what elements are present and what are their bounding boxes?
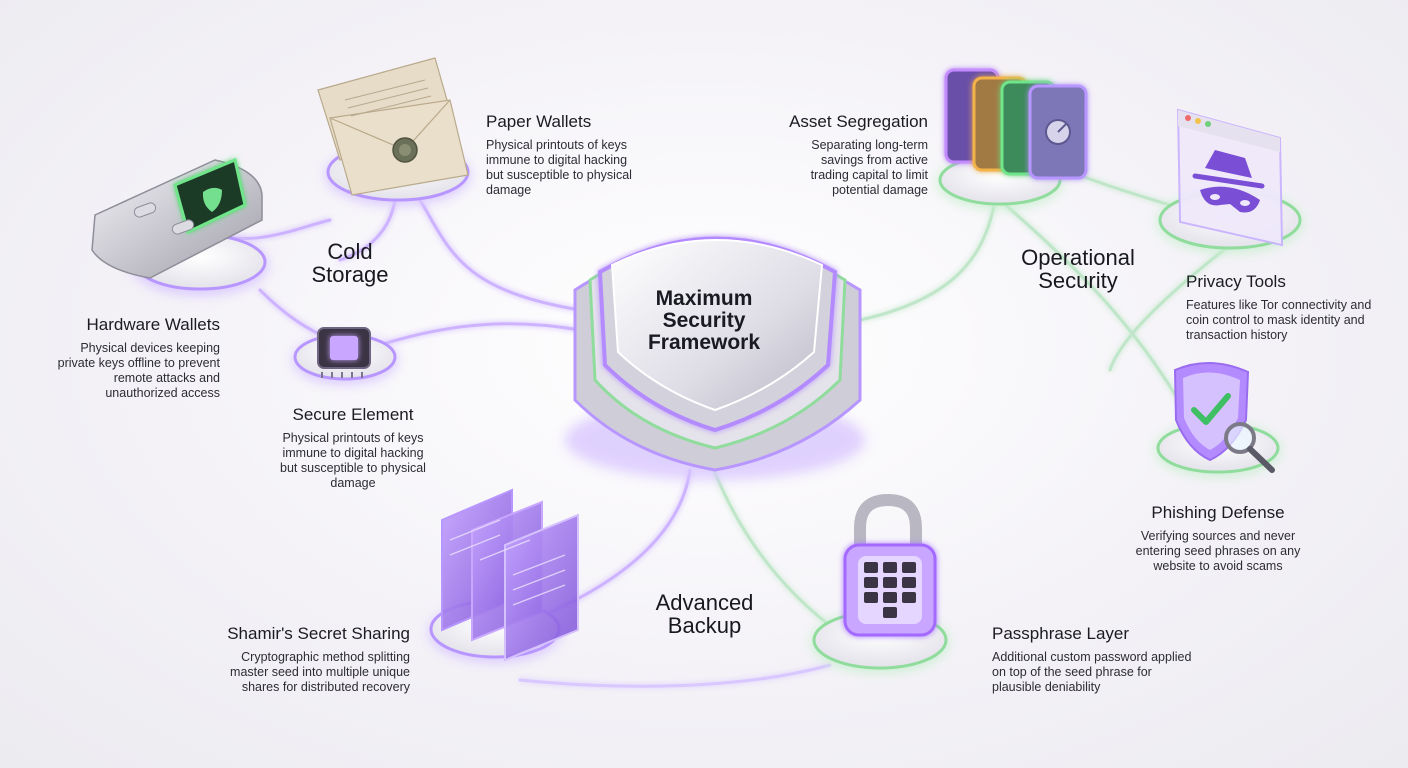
label-passphrase: Passphrase Layer Additional custom passw…	[992, 624, 1197, 695]
line-shamir-passphrase	[520, 665, 830, 686]
label-paper-wallets: Paper Wallets Physical printouts of keys…	[486, 112, 646, 198]
asset-segregation-desc: Separating long-term savings from active…	[760, 138, 928, 198]
group-operational-security-text: Operational Security	[1021, 245, 1135, 293]
asset-segregation-title: Asset Segregation	[760, 112, 928, 132]
shamir-desc: Cryptographic method splitting master se…	[200, 650, 410, 695]
shamir-title: Shamir's Secret Sharing	[200, 624, 410, 644]
center-title-text: Maximum Security Framework	[648, 287, 760, 354]
label-secure-element: Secure Element Physical printouts of key…	[278, 405, 428, 491]
phishing-defense-desc: Verifying sources and never entering see…	[1125, 529, 1311, 574]
hardware-wallets-title: Hardware Wallets	[50, 315, 220, 335]
line-center-asset	[860, 200, 995, 320]
line-paper-center	[420, 200, 580, 310]
privacy-tools-title: Privacy Tools	[1186, 272, 1386, 292]
secure-element-desc: Physical printouts of keys immune to dig…	[278, 431, 428, 491]
central-shield	[565, 239, 865, 481]
privacy-tools-window-icon	[1178, 110, 1282, 245]
asset-segregation-vaults-icon	[946, 70, 1086, 178]
label-privacy-tools: Privacy Tools Features like Tor connecti…	[1186, 272, 1386, 343]
line-asset-phishing	[1000, 200, 1190, 420]
phishing-defense-title: Phishing Defense	[1125, 503, 1311, 523]
paper-wallets-desc: Physical printouts of keys immune to dig…	[486, 138, 646, 198]
passphrase-title: Passphrase Layer	[992, 624, 1197, 644]
hardware-wallets-desc: Physical devices keeping private keys of…	[50, 341, 220, 401]
passphrase-padlock-icon	[845, 500, 935, 635]
label-asset-segregation: Asset Segregation Separating long-term s…	[760, 112, 928, 198]
label-phishing-defense: Phishing Defense Verifying sources and n…	[1125, 503, 1311, 574]
passphrase-desc: Additional custom password applied on to…	[992, 650, 1197, 695]
group-advanced-backup-text: Advanced Backup	[656, 590, 754, 638]
label-hardware-wallets: Hardware Wallets Physical devices keepin…	[50, 315, 220, 401]
group-cold-storage-text: Cold Storage	[311, 239, 388, 287]
center-title: Maximum Security Framework	[604, 288, 804, 354]
label-shamir: Shamir's Secret Sharing Cryptographic me…	[200, 624, 410, 695]
secure-element-title: Secure Element	[278, 405, 428, 425]
paper-wallets-title: Paper Wallets	[486, 112, 646, 132]
group-advanced-backup: Advanced Backup	[632, 591, 777, 637]
group-cold-storage: Cold Storage	[285, 240, 415, 286]
group-operational-security: Operational Security	[1000, 246, 1156, 292]
privacy-tools-desc: Features like Tor connectivity and coin …	[1186, 298, 1386, 343]
line-secure-center	[380, 324, 580, 345]
